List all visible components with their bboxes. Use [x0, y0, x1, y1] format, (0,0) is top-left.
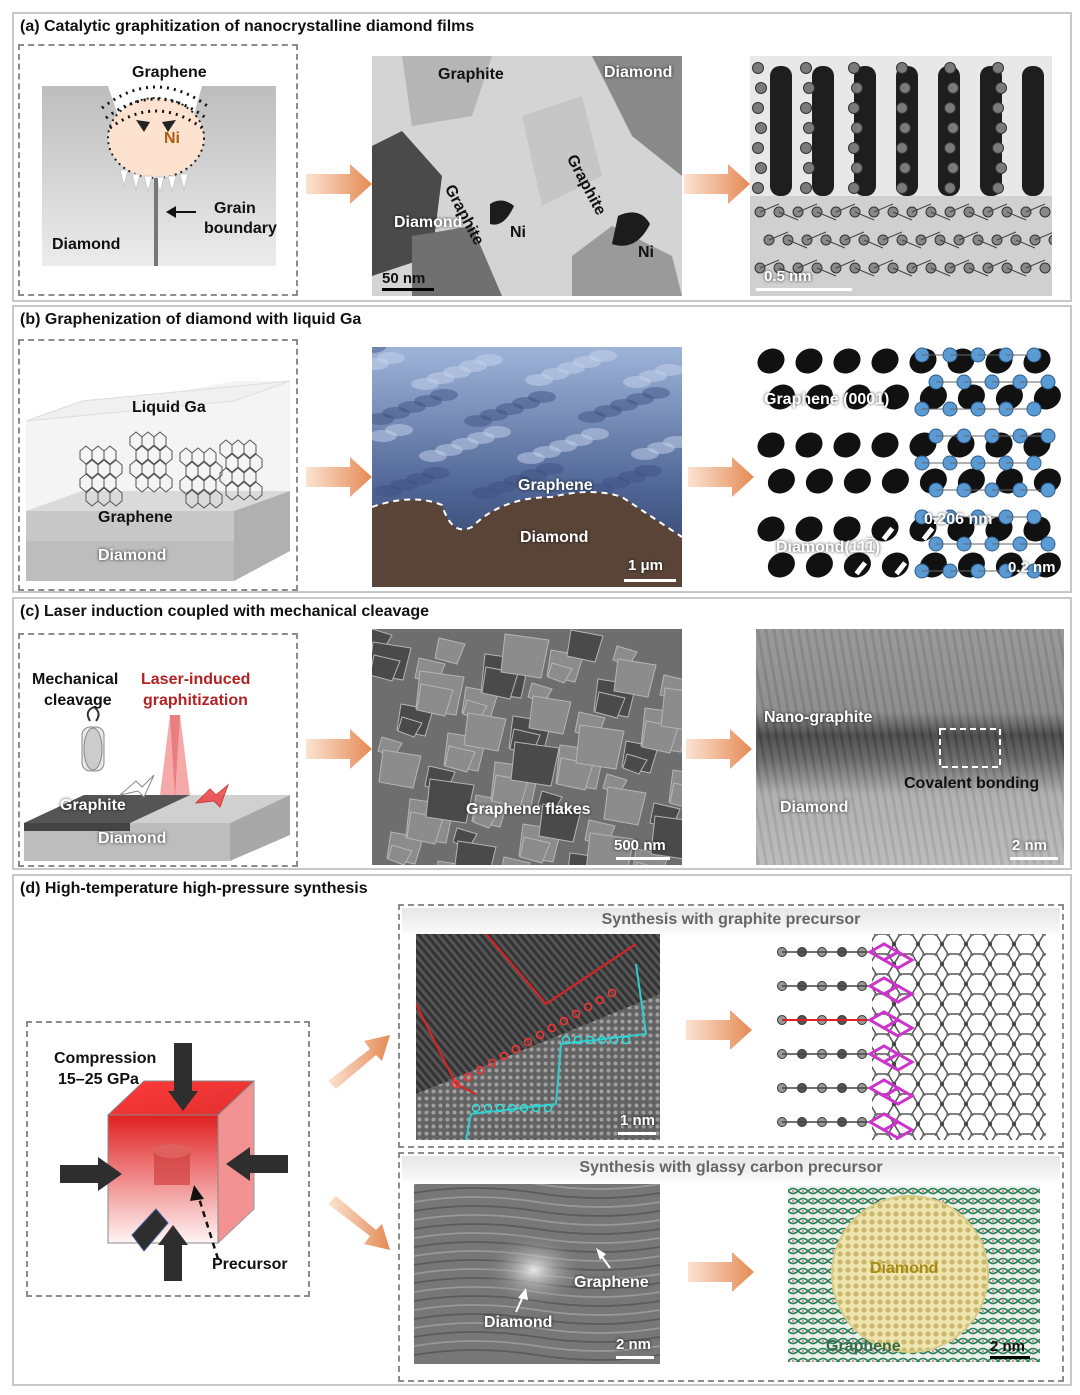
panel-d: (d) High-temperature high-pressure synth… [12, 874, 1072, 1386]
label-ni: Ni [164, 130, 180, 147]
scale-bar-c-tem [1010, 857, 1058, 860]
tem-label-nano-graphite: Nano-graphite [764, 709, 873, 726]
panel-c-tem-image [756, 629, 1064, 865]
label-diamond-b: Diamond [98, 547, 167, 564]
arrow-a2 [684, 164, 750, 204]
sem-label-graphene: Graphene [518, 477, 593, 494]
panel-b-sem-image [372, 347, 682, 587]
hrtem-label-diamond-end: ) [874, 539, 881, 556]
sem-label-flakes: Graphene flakes [466, 801, 591, 818]
tem-label-graphite-top: Graphite [438, 66, 504, 83]
glassy-md-model [788, 1186, 1040, 1362]
glassy-label-diamond: Diamond [484, 1314, 553, 1331]
tem-label-diamond-left: Diamond [394, 214, 463, 231]
arrow-b1 [306, 457, 372, 497]
scale-label-md: 2 nm [990, 1338, 1026, 1355]
label-precursor: Precursor [212, 1256, 288, 1273]
arrow-c2 [686, 729, 752, 769]
scale-label-a-atomic: 0.5 nm [764, 268, 812, 285]
scale-bar-b-hrtem [1010, 579, 1058, 582]
hrtem-label-diamond-bar: 1 [865, 539, 875, 556]
arrow-b2 [688, 457, 754, 497]
panel-c: (c) Laser induction coupled with mechani… [12, 597, 1072, 870]
hrtem-label-diamond-text: Diamond(11 [776, 539, 866, 556]
hrtem-label-diamond: Diamond(111) [776, 539, 880, 557]
scale-label-graphite: 1 nm [620, 1112, 656, 1129]
md-label-diamond: Diamond [870, 1260, 939, 1277]
scale-bar-b-sem [624, 579, 676, 582]
scale-label-b-sem: 1 μm [628, 557, 664, 574]
scale-bar-md [990, 1356, 1030, 1359]
label-boundary: boundary [204, 220, 277, 237]
scale-label-glassy: 2 nm [616, 1336, 652, 1353]
arrow-d-up [328, 1035, 390, 1089]
scale-bar-graphite [618, 1132, 656, 1135]
panel-a-tem-image [372, 56, 682, 296]
tem-label-ni-2: Ni [638, 244, 654, 261]
panel-b: (b) Graphenization of diamond with liqui… [12, 305, 1072, 593]
glassy-carbon-header: Synthesis with glassy carbon precursor [402, 1156, 1060, 1182]
tem-label-covalent: Covalent bonding [904, 775, 1040, 792]
label-graphitization: graphitization [143, 692, 248, 709]
md-label-graphene: Graphene [826, 1338, 901, 1355]
arrow-d1 [686, 1010, 752, 1050]
label-mechanical: Mechanical [32, 671, 119, 688]
glassy-carbon-box: Synthesis with glassy carbon precursor [398, 1152, 1064, 1382]
tem-label-diamond-top: Diamond [604, 64, 673, 81]
hrtem-label-graphene: Graphene (0001) [764, 391, 890, 408]
label-compression: Compression [54, 1050, 157, 1067]
panel-b-hrtem-image [756, 341, 1064, 587]
label-laser-induced: Laser-induced [141, 671, 251, 688]
arrow-c1 [306, 729, 372, 769]
graphitization-schematic [42, 85, 276, 266]
scale-label-c-sem: 500 nm [614, 837, 666, 854]
graphite-precursor-box: Synthesis with graphite precursor [398, 904, 1064, 1148]
label-graphene-a: Graphene [132, 64, 207, 81]
label-diamond-a: Diamond [52, 236, 121, 253]
label-pressure: 15–25 GPa [58, 1071, 139, 1088]
label-graphene-b: Graphene [98, 509, 173, 526]
label-liquid-ga: Liquid Ga [132, 399, 206, 416]
panel-a-atomic-image [750, 56, 1052, 296]
graphite-precursor-header: Synthesis with graphite precursor [402, 908, 1060, 934]
scale-bar-glassy [616, 1356, 654, 1359]
panel-d-schematic [26, 1021, 310, 1297]
label-grain: Grain [214, 200, 256, 217]
tem-label-ni-1: Ni [510, 224, 526, 241]
graphite-atomic-model [774, 934, 1046, 1140]
panel-c-schematic [18, 633, 298, 867]
arrow-a1 [306, 164, 372, 204]
panel-d-title: (d) High-temperature high-pressure synth… [20, 880, 368, 897]
scale-label-a-tem: 50 nm [382, 270, 426, 287]
label-graphite-c: Graphite [60, 797, 126, 814]
scale-bar-c-sem [616, 857, 670, 860]
scale-label-b-hrtem: 0.2 nm [1008, 559, 1056, 576]
arrow-d-down [328, 1196, 390, 1250]
scale-bar-a-tem [382, 288, 434, 291]
arrow-d2 [688, 1252, 754, 1292]
panel-a-title: (a) Catalytic graphitization of nanocrys… [20, 18, 475, 35]
scale-label-c-tem: 2 nm [1012, 837, 1048, 854]
label-diamond-c: Diamond [98, 830, 167, 847]
panel-b-schematic [18, 339, 298, 591]
panel-a: (a) Catalytic graphitization of nanocrys… [12, 12, 1072, 302]
glassy-hrtem-image [414, 1184, 660, 1364]
panel-c-sem-image [372, 629, 682, 865]
glassy-label-graphene: Graphene [574, 1274, 649, 1291]
panel-b-title: (b) Graphenization of diamond with liqui… [20, 311, 362, 328]
label-cleavage: cleavage [44, 692, 112, 709]
graphite-hrtem-image [416, 934, 660, 1140]
panel-a-schematic [18, 44, 298, 296]
hrtem-label-spacing: 0.206 nm [924, 511, 993, 528]
tem-label-diamond-c: Diamond [780, 799, 849, 816]
panel-c-title: (c) Laser induction coupled with mechani… [20, 603, 429, 620]
sem-label-diamond: Diamond [520, 529, 589, 546]
scale-bar-a-atomic [756, 288, 852, 291]
